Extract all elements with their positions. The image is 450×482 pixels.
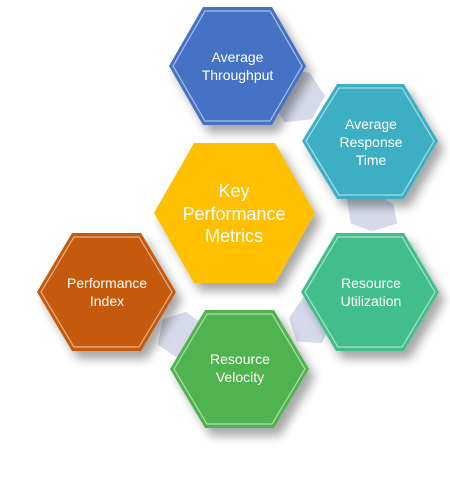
- hex-average-response-time: [302, 84, 438, 199]
- hex-average-throughput: [169, 7, 306, 125]
- hex-center-key-performance-metrics: [154, 143, 315, 283]
- hex-resource-utilization: [301, 233, 439, 351]
- hex-outline-performance-index: [40, 236, 173, 348]
- hex-outline-resource-velocity: [173, 313, 306, 425]
- hex-outline-resource-utilization: [304, 236, 436, 348]
- hex-outline-average-throughput: [172, 10, 303, 122]
- hex-performance-index: [37, 233, 176, 351]
- hex-resource-velocity: [170, 310, 309, 428]
- hex-outline-average-response-time: [305, 87, 435, 196]
